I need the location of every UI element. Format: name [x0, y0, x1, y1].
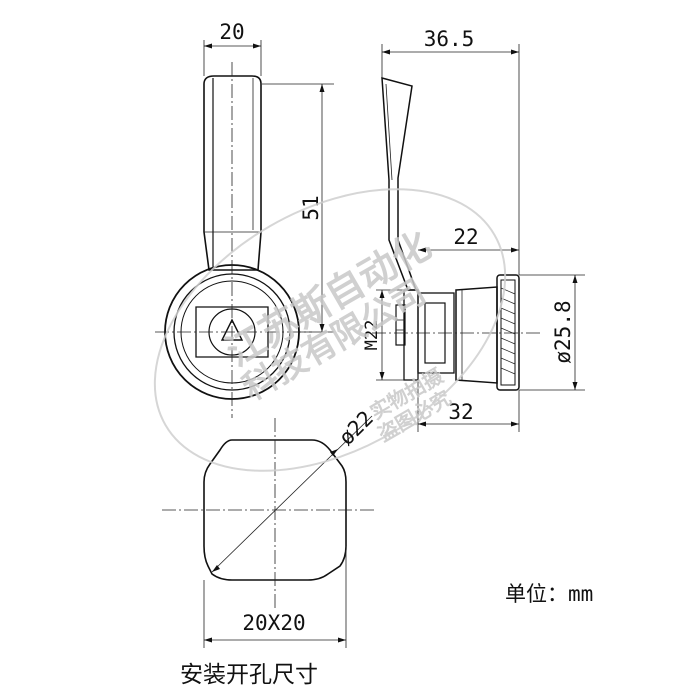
dim-body-depth: 22 [418, 225, 519, 253]
dim-flange-diameter: ø25.8 [519, 274, 585, 391]
dim-label-32: 32 [448, 400, 473, 424]
dim-label-51: 51 [299, 195, 323, 220]
dim-handle-length: 51 [262, 83, 334, 333]
dim-label-36-5: 36.5 [424, 27, 475, 51]
dim-label-20: 20 [219, 20, 244, 44]
unit-label: 单位：mm [505, 582, 594, 606]
dim-label-22: 22 [453, 225, 478, 249]
dim-length-32: 32 [417, 372, 520, 432]
lock-side-view [372, 77, 540, 391]
dim-handle-width: 20 [203, 20, 262, 76]
handle-front-view [203, 75, 262, 271]
dim-overall-depth: 36.5 [381, 27, 520, 275]
dim-label-m22: M22 [362, 320, 382, 351]
dim-thread: M22 [362, 289, 404, 381]
dim-label-25-8: ø25.8 [551, 300, 575, 363]
cam-body-front [155, 62, 312, 418]
cutout-title: 安装开孔尺寸 [180, 662, 318, 688]
watermark: 江苏斯自动化 科技有限公司 实物拍摄 盗图必究 [153, 188, 507, 472]
dim-label-20x20: 20X20 [242, 611, 305, 635]
mounting-cutout: ø22 20X20 [162, 406, 378, 648]
